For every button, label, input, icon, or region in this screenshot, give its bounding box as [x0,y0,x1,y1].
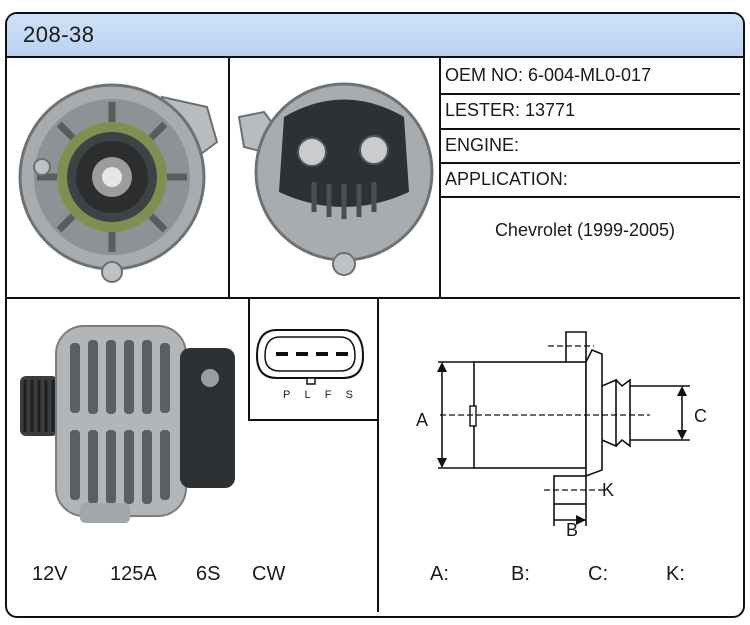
rotation-rating: CW [252,563,286,585]
title-bar: 208-38 [7,14,743,58]
dim-value-b: B: [511,563,530,585]
alternator-front-photo [18,83,219,283]
alternator-rear-photo [237,82,434,276]
application-label: APPLICATION: [445,169,568,189]
divider-spec-4 [441,196,740,198]
dim-letter-c: C [694,406,707,426]
dimension-drawing [437,331,690,526]
dim-value-c: C: [588,563,608,585]
dim-letter-a: A [416,410,429,430]
engine-label: ENGINE: [445,135,520,155]
part-number: 208-38 [23,22,95,47]
pin-l: L [304,389,311,401]
connector-box-bottom [248,419,379,421]
divider-bottom-vertical [377,299,379,612]
connector-box-left [248,299,250,420]
pin-p: P [283,389,291,401]
divider-top-row-bottom [6,297,740,299]
divider-spec-1 [441,93,740,95]
divider-spec-2 [441,128,740,130]
dim-letter-k: K [602,480,615,500]
dim-value-k: K: [666,563,685,585]
pin-f: F [324,389,332,401]
connector-diagram [255,329,365,385]
pin-s: S [345,389,353,401]
divider-photo-2 [439,56,441,297]
divider-spec-3 [441,162,740,164]
alternator-side-photo [20,325,235,523]
pulley-rating: 6S [196,563,221,585]
dim-letter-b: B [566,520,579,540]
connector-pin-labels: P L F S [283,389,353,401]
application-value: Chevrolet (1999-2005) [494,220,676,240]
amperage-rating: 125A [110,563,157,585]
dim-value-a: A: [430,563,449,585]
oem-number: OEM NO: 6-004-ML0-017 [445,65,652,85]
divider-photo-1 [228,56,230,297]
lester-number: LESTER: 13771 [445,100,576,120]
voltage-rating: 12V [32,563,68,585]
